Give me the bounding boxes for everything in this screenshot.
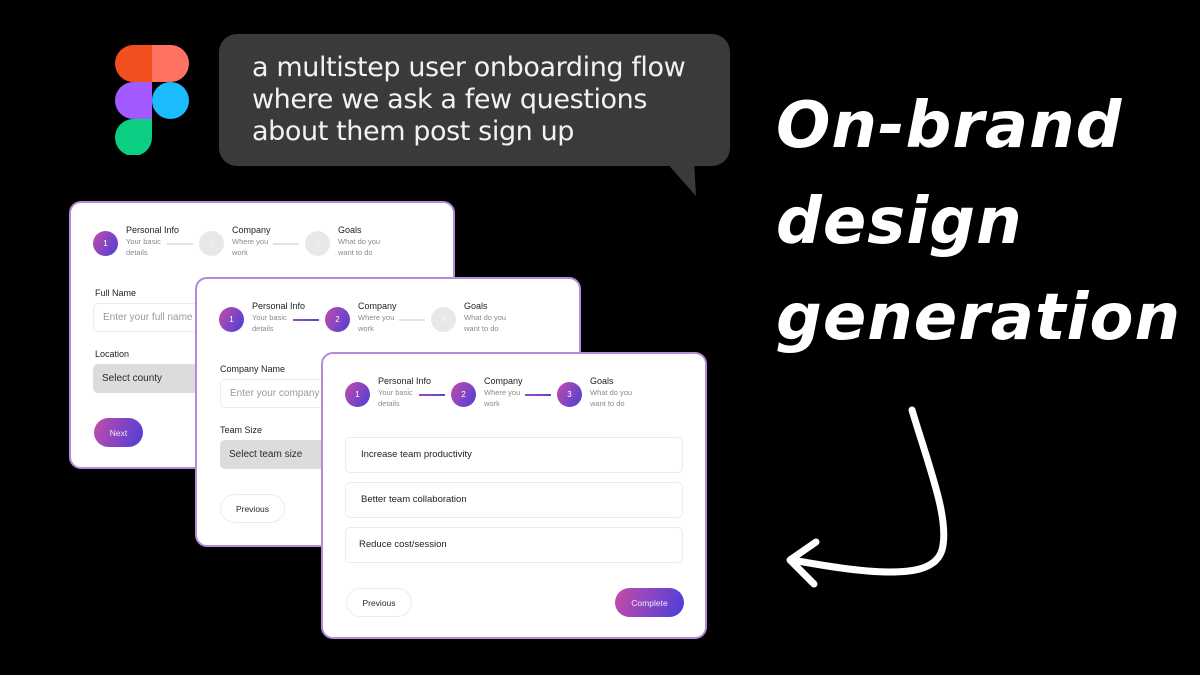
bubble-tail-icon (664, 160, 696, 196)
step-subtitle: What do you want to do (338, 237, 381, 257)
step-connector (399, 319, 425, 321)
figma-logo-green (115, 119, 152, 155)
step-title: Company (232, 225, 271, 235)
step-title: Personal Info (126, 225, 180, 235)
step-title: Personal Info (378, 376, 432, 386)
figma-logo-blue (152, 82, 189, 119)
figma-logo-red (115, 45, 152, 82)
step-title: Company (484, 376, 523, 386)
step-subtitle: Where you work (358, 313, 395, 333)
next-button[interactable]: Next (94, 418, 143, 447)
curved-arrow-icon (786, 406, 948, 588)
step-number: 3 (305, 231, 330, 256)
company-name-label: Company Name (220, 364, 286, 374)
step-connector (167, 243, 193, 245)
step-connector (293, 319, 319, 321)
complete-button[interactable]: Complete (615, 588, 684, 617)
step-subtitle: What do you want to do (464, 313, 507, 333)
figma-logo-coral (152, 45, 189, 82)
step-number: 3 (557, 382, 582, 407)
step-number: 2 (325, 307, 350, 332)
step-number: 2 (451, 382, 476, 407)
headline-line: On-brand (776, 89, 1123, 163)
prompt-line: where we ask a few questions (252, 84, 648, 115)
step-title: Goals (590, 376, 614, 386)
location-label: Location (95, 349, 130, 359)
prompt-line: about them post sign up (252, 116, 575, 147)
goal-option[interactable]: Better team collaboration (345, 482, 683, 518)
step-subtitle: What do you want to do (590, 388, 633, 408)
step-number: 3 (431, 307, 456, 332)
step-number: 2 (199, 231, 224, 256)
step-subtitle: Where you work (232, 237, 269, 257)
prompt-line: a multistep user onboarding flow (252, 52, 686, 83)
step-subtitle: Where you work (484, 388, 521, 408)
step-subtitle: Your basic details (252, 313, 287, 333)
team-size-label: Team Size (220, 425, 263, 435)
full-name-label: Full Name (95, 288, 137, 298)
previous-button[interactable]: Previous (346, 588, 412, 617)
goal-option[interactable]: Reduce cost/session (345, 527, 683, 563)
figma-logo-purple (115, 82, 152, 119)
step-title: Goals (464, 301, 488, 311)
figma-logo-icon (115, 45, 189, 155)
step-connector (273, 243, 299, 245)
previous-button[interactable]: Previous (220, 494, 285, 523)
step-title: Company (358, 301, 397, 311)
step-number: 1 (345, 382, 370, 407)
goal-option[interactable]: Increase team productivity (345, 437, 683, 473)
step-title: Goals (338, 225, 362, 235)
step-number: 1 (219, 307, 244, 332)
headline: On-brand design generation (776, 78, 1181, 366)
headline-line: design (776, 185, 1023, 259)
step-connector (419, 394, 445, 396)
step-number: 1 (93, 231, 118, 256)
prompt-bubble: a multistep user onboarding flow where w… (219, 34, 730, 166)
step-connector (525, 394, 551, 396)
step-title: Personal Info (252, 301, 306, 311)
step-subtitle: Your basic details (126, 237, 161, 257)
headline-line: generation (776, 281, 1181, 355)
step-subtitle: Your basic details (378, 388, 413, 408)
